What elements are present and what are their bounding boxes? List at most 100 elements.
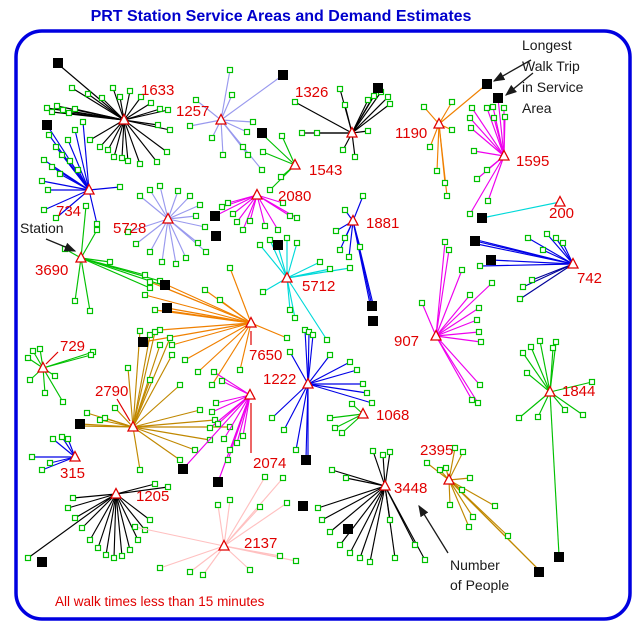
walk-trip-line	[42, 367, 64, 403]
station-315: 315	[28, 433, 85, 482]
trip-origin-marker	[101, 414, 109, 422]
walk-trip-line	[202, 545, 225, 576]
walk-trip-line	[132, 354, 173, 428]
station-marker	[243, 388, 257, 400]
walk-trip-line	[115, 483, 156, 495]
longest-walk-marker	[213, 477, 223, 487]
trip-origin-marker	[136, 192, 144, 200]
trip-origin-marker	[249, 118, 257, 126]
walk-trip-line	[61, 436, 76, 458]
demand-label: 315	[60, 465, 85, 482]
trip-origin-marker	[233, 218, 241, 226]
trip-origin-marker	[283, 334, 291, 342]
station-marker	[553, 195, 567, 207]
trip-origin-marker	[186, 192, 194, 200]
walk-trip-line	[448, 479, 474, 518]
station-2395: 2395	[420, 442, 542, 573]
walk-trip-line	[307, 361, 351, 385]
walk-trip-line	[171, 322, 252, 346]
walk-trip-line	[448, 447, 456, 481]
station-1068: 1068	[326, 400, 409, 437]
walk-trip-line	[41, 456, 76, 471]
trip-origin-marker	[266, 186, 274, 194]
demand-label: 5728	[113, 220, 146, 237]
station-742: 742	[472, 230, 602, 303]
station-2080: 2080	[214, 188, 311, 234]
walk-trip-line	[88, 186, 121, 191]
walk-time-note: All walk times less than 15 minutes	[55, 594, 265, 609]
trip-origin-marker	[146, 186, 154, 194]
trip-origin-marker	[192, 212, 200, 220]
trip-origin-marker	[208, 381, 216, 389]
station-marker	[345, 126, 359, 138]
station-marker	[217, 539, 231, 551]
trip-origin-marker	[261, 222, 269, 230]
walk-trip-line	[286, 242, 298, 279]
walk-trip-line	[167, 195, 191, 220]
station-marker	[301, 377, 315, 389]
number-of-people-arrow	[418, 504, 449, 554]
walk-trip-line	[127, 367, 134, 428]
walk-trip-line	[42, 354, 92, 369]
longest-walk-marker	[257, 128, 267, 138]
station-arrow	[45, 238, 77, 252]
trip-origin-marker	[51, 372, 59, 380]
trip-origin-marker	[136, 327, 144, 335]
demand-label: 1633	[141, 82, 174, 99]
trip-origin-marker	[436, 466, 444, 474]
walk-trip-line	[307, 369, 358, 385]
trip-origin-marker	[473, 316, 481, 324]
walk-trip-line	[89, 119, 125, 141]
trip-origin-marker	[298, 129, 306, 137]
walk-trip-line	[167, 204, 201, 220]
longest-walk-marker	[368, 316, 378, 326]
longest-walk-arrow	[492, 59, 532, 82]
trip-origin-marker	[475, 304, 483, 312]
trip-origin-marker	[151, 480, 159, 488]
trip-origin-marker	[339, 146, 347, 154]
trip-origin-marker	[194, 368, 202, 376]
walk-trip-line	[435, 282, 493, 337]
walk-trip-line	[80, 229, 98, 259]
trip-origin-marker	[49, 435, 57, 443]
walk-trip-line	[59, 173, 90, 191]
station-1205: 1205	[24, 480, 172, 562]
trip-origin-marker	[29, 347, 37, 355]
trip-origin-marker	[146, 331, 154, 339]
demand-label: 1190	[395, 125, 427, 142]
trip-origin-marker	[110, 153, 118, 161]
trip-origin-marker	[164, 106, 172, 114]
walk-trip-line	[307, 383, 368, 394]
walk-trip-line	[242, 194, 258, 231]
trip-origin-marker	[226, 496, 234, 504]
trip-origin-marker	[212, 399, 220, 407]
trip-origin-marker	[266, 236, 274, 244]
trip-origin-marker	[216, 296, 224, 304]
walk-trip-line	[307, 331, 310, 385]
demand-label: 2790	[95, 383, 128, 400]
trip-origin-marker	[411, 541, 419, 549]
demand-label: 1881	[366, 215, 399, 232]
trip-origin-marker	[466, 210, 474, 218]
walk-trip-line	[448, 479, 496, 507]
trip-origin-marker	[118, 552, 126, 560]
trip-origin-marker	[174, 187, 182, 195]
walk-trip-line	[220, 119, 254, 123]
walk-trip-line	[115, 493, 139, 541]
longest-walk-marker	[343, 524, 353, 534]
trip-origin-marker	[28, 453, 36, 461]
trip-origin-marker	[528, 276, 536, 284]
walk-trip-line	[167, 218, 206, 228]
trip-origin-marker	[364, 127, 372, 135]
trip-origin-marker	[126, 546, 134, 554]
walk-trip-line	[81, 493, 117, 529]
trip-origin-marker	[93, 226, 101, 234]
demand-label: 3448	[394, 480, 427, 497]
longest-walk-arrow	[504, 72, 534, 96]
trip-origin-marker	[369, 447, 377, 455]
walk-trip-line	[115, 486, 169, 495]
longest-walk-marker	[37, 557, 47, 567]
station-1543: 1543	[259, 132, 342, 194]
trip-origin-marker	[104, 146, 112, 154]
trip-origin-marker	[226, 66, 234, 74]
